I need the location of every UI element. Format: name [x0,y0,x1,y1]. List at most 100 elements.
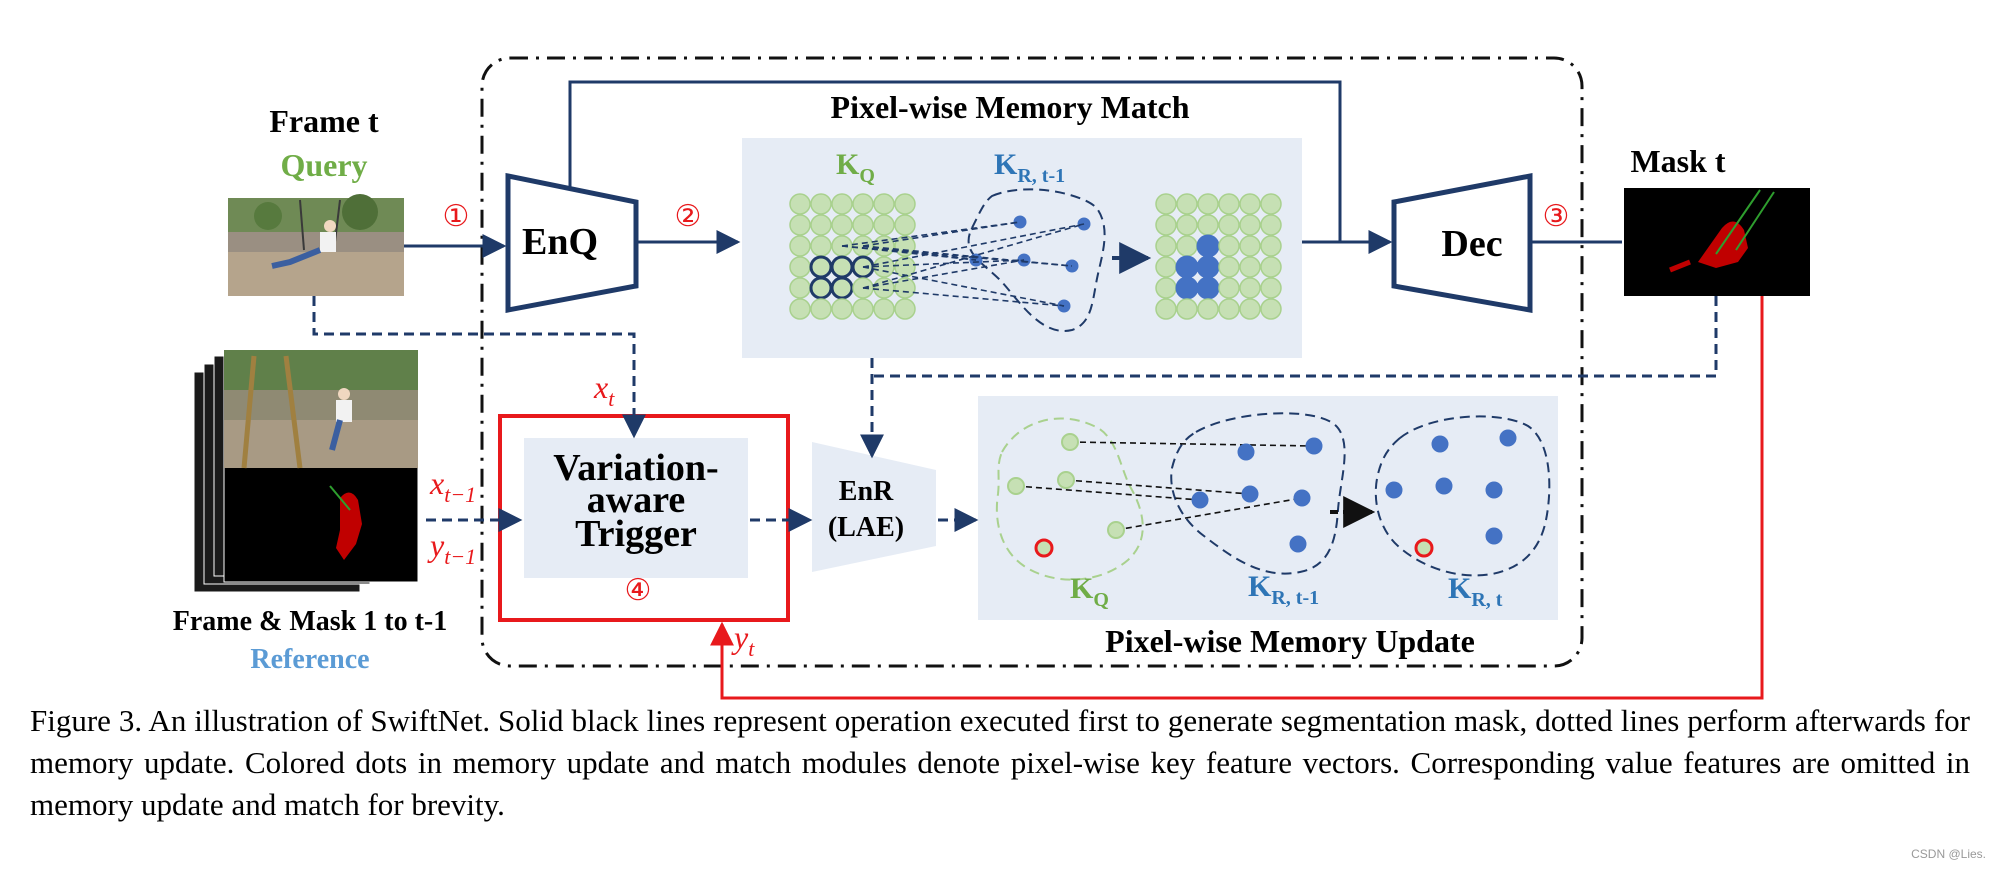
frame-mask-range-label: Frame & Mask 1 to t-1 [173,606,447,637]
kr-t-update-label: KR, t [1448,572,1503,611]
updated-ref-dot [1385,481,1403,499]
update-new-key-dot [1034,538,1054,558]
xt-label: xt [593,369,615,411]
enq-label: EnQ [522,221,598,263]
kr-t1-update-label: KR, t-1 [1248,570,1319,609]
query-key-dot [1239,277,1261,299]
query-key-dot [894,298,916,320]
enr-label-line1: EnR [839,476,894,507]
update-ref-dot [1293,489,1311,507]
query-key-dot [873,235,895,257]
query-key-dot [1155,235,1177,257]
reference-key-blob [967,188,1106,332]
update-ref-dot [1305,437,1323,455]
query-key-dot [1218,235,1240,257]
query-key-dot [1155,193,1177,215]
query-key-dot [1260,298,1282,320]
query-key-dot [1197,193,1219,215]
update-line [1069,441,1315,447]
watermark: CSDN @Lies. [1911,847,1986,861]
reference-frame-stack [193,349,419,593]
update-key-dots [1007,429,1517,558]
matched-key-dot [1175,255,1199,279]
query-key-dot [1239,235,1261,257]
update-ref-dot [1191,491,1209,509]
query-key-dot [1176,193,1198,215]
query-key-dot [831,298,853,320]
update-dashed-lines [1015,441,1315,531]
update-query-blob [995,417,1144,581]
query-key-dot [1176,214,1198,236]
query-key-dot [1176,235,1198,257]
query-key-dot [1176,298,1198,320]
dec-decoder [1391,172,1533,313]
update-ref-t1-blob [1170,412,1346,575]
memory-update-title: Pixel-wise Memory Update [1105,623,1475,659]
mask-t-image [1624,188,1810,296]
swiftnet-outer-frame [480,56,1584,668]
query-key-dot [1218,277,1240,299]
query-key-dot [1155,214,1177,236]
query-key-dot [1239,214,1261,236]
frame-t-image [228,194,404,296]
update-ref-t-blob [1374,415,1551,577]
query-key-dot [873,277,895,299]
frame-t-label: Frame t [269,103,379,139]
enr-label-line2: (LAE) [828,512,904,543]
query-key-dot [789,193,811,215]
update-line [1065,479,1251,495]
query-key-dot [894,256,916,278]
query-key-dot [1260,256,1282,278]
trigger-label-line1: Variation- [553,447,718,489]
query-key-dot [873,193,895,215]
update-ref-dot [1289,535,1307,553]
query-key-dot [1155,256,1177,278]
query-key-dot-selected [809,276,833,300]
mask-t-label: Mask t [1630,143,1725,179]
matched-key-grid [1155,193,1282,320]
query-key-dot [1155,298,1177,320]
query-key-dot [894,277,916,299]
xt1-label: xt−1 [429,465,476,507]
updated-ref-dot [1431,435,1449,453]
reference-label: Reference [250,644,369,675]
update-line [1015,485,1201,501]
query-key-dot [1218,298,1240,320]
query-key-dot [789,256,811,278]
match-dashed-lines [841,221,1085,307]
updated-ref-dot [1485,527,1503,545]
memory-match-title: Pixel-wise Memory Match [831,89,1190,125]
query-key-dot [1260,193,1282,215]
query-label: Query [280,147,367,183]
query-key-dot [789,298,811,320]
query-key-dot [873,214,895,236]
match-line [862,287,1065,307]
updated-ref-dot [1499,429,1517,447]
query-key-dot [789,277,811,299]
match-line [841,245,1073,267]
match-line [862,223,1085,289]
query-key-dot [1239,193,1261,215]
query-key-dot [810,235,832,257]
query-key-dot [852,214,874,236]
step-1-marker: ① [443,200,470,233]
update-ref-dot [1241,485,1259,503]
query-key-dot [810,193,832,215]
query-key-dot [852,193,874,215]
enq-encoder [505,172,639,314]
step-2-marker: ② [675,200,702,233]
query-key-dot [1218,256,1240,278]
query-key-dot [1260,235,1282,257]
reference-key-dot [1013,215,1027,229]
matched-key-dot [1196,234,1220,258]
query-key-dot-selected [830,255,854,279]
step-3-marker: ③ [1543,200,1570,233]
yt1-label: yt−1 [427,527,476,569]
query-key-dot [1155,277,1177,299]
updated-ref-dot [1485,481,1503,499]
updated-ref-dot [1435,477,1453,495]
trigger-label-line3: Trigger [575,513,697,555]
matched-key-dot [1196,255,1220,279]
match-line [862,266,1065,307]
updated-new-key-dot [1414,538,1434,558]
